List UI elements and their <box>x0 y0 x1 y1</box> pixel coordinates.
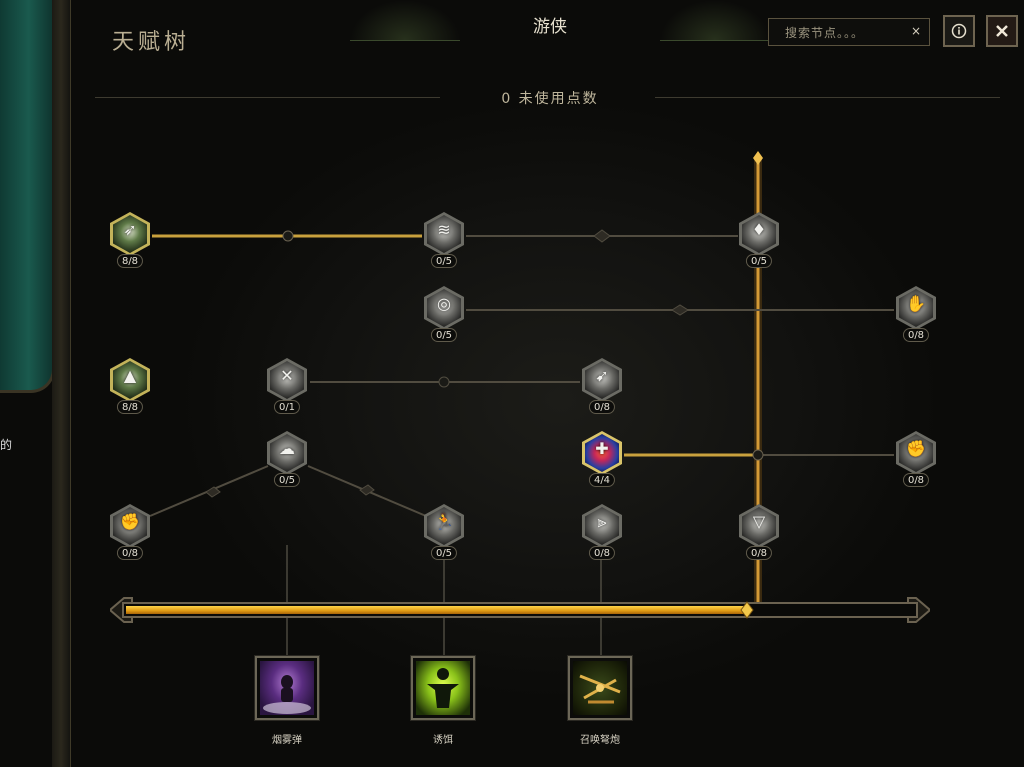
side-frame-border <box>52 0 71 767</box>
hand-grab-icon: ✋ <box>906 294 926 313</box>
node-rank: 0/1 <box>273 400 301 414</box>
running-figure-icon: 🏃 <box>434 512 454 531</box>
ultimate-smoke-bomb[interactable] <box>254 655 320 721</box>
search-input[interactable] <box>783 23 902 43</box>
info-button[interactable] <box>943 15 975 47</box>
summon-ballista-icon <box>579 674 621 704</box>
talent-node-crossed-swords[interactable]: ✕ 0/1 <box>265 356 309 414</box>
node-rank: 0/5 <box>430 328 458 342</box>
talent-node-fog-cloud[interactable]: ☁ 0/5 <box>265 429 309 487</box>
claw-trap-icon: ▽ <box>752 512 766 531</box>
unspent-points: 0 未使用点数 <box>501 91 599 107</box>
node-rank: 8/8 <box>116 254 144 268</box>
triple-arrows-icon: ➶ <box>123 220 137 239</box>
node-rank: 0/5 <box>745 254 773 268</box>
node-rank: 0/8 <box>745 546 773 560</box>
talent-node-blood-drop[interactable]: ♦ 0/5 <box>737 210 781 268</box>
talent-node-green-arrowhead[interactable]: ▲ 8/8 <box>108 356 152 414</box>
ultimate-label-smoke-bomb: 烟雾弹 <box>272 735 302 746</box>
node-rank: 0/5 <box>273 473 301 487</box>
top-ornament-right <box>660 0 770 41</box>
top-ornament-left <box>350 0 460 41</box>
node-rank: 0/5 <box>430 254 458 268</box>
page-title: 天赋树 <box>112 30 191 55</box>
clear-search-icon[interactable]: × <box>910 24 921 38</box>
talent-node-spiral-orb[interactable]: ◎ 0/5 <box>422 284 466 342</box>
wind-swirl-icon: ≋ <box>437 220 451 239</box>
slash-grip-icon: ✊ <box>120 512 140 531</box>
talent-node-running-figure[interactable]: 🏃 0/5 <box>422 502 466 560</box>
progress-fill <box>126 606 749 614</box>
talent-node-slash-grip[interactable]: ✊ 0/8 <box>108 502 152 560</box>
node-rank: 4/4 <box>588 473 616 487</box>
grip-claw-icon: ✊ <box>906 439 926 458</box>
arrow-volley-icon: ➹ <box>595 366 609 385</box>
node-rank: 0/8 <box>588 546 616 560</box>
side-partial-text: 的 <box>0 438 13 452</box>
blue-shield-cross-icon: ✚ <box>595 439 609 458</box>
ultimate-summon-ballista[interactable] <box>567 655 633 721</box>
info-circle-icon <box>951 23 967 39</box>
talent-node-multi-shot[interactable]: ⫸ 0/8 <box>580 502 624 560</box>
class-name: 游侠 <box>533 17 567 37</box>
ultimate-label-summon-ballista: 召唤弩炮 <box>580 735 620 746</box>
talent-node-hand-grab[interactable]: ✋ 0/8 <box>894 284 938 342</box>
node-rank: 0/8 <box>902 328 930 342</box>
talent-node-triple-arrows[interactable]: ➶ 8/8 <box>108 210 152 268</box>
green-arrowhead-icon: ▲ <box>123 366 137 385</box>
close-icon <box>996 25 1008 37</box>
talent-node-arrow-volley[interactable]: ➹ 0/8 <box>580 356 624 414</box>
talent-node-blue-shield-cross[interactable]: ✚ 4/4 <box>580 429 624 487</box>
node-rank: 0/8 <box>588 400 616 414</box>
talent-node-claw-trap[interactable]: ▽ 0/8 <box>737 502 781 560</box>
search-box[interactable]: × <box>768 18 930 46</box>
ultimate-decoy[interactable] <box>410 655 476 721</box>
spiral-orb-icon: ◎ <box>437 294 451 313</box>
talent-progress-bar <box>110 596 930 626</box>
node-rank: 0/8 <box>902 473 930 487</box>
progress-track <box>122 602 918 618</box>
node-rank: 0/8 <box>116 546 144 560</box>
talent-node-grip-claw[interactable]: ✊ 0/8 <box>894 429 938 487</box>
blood-drop-icon: ♦ <box>751 220 767 239</box>
node-rank: 8/8 <box>116 400 144 414</box>
decoy-figure-icon <box>427 668 459 708</box>
crossed-swords-icon: ✕ <box>280 366 294 385</box>
points-divider <box>95 97 1000 98</box>
node-rank: 0/5 <box>430 546 458 560</box>
smoke-bomb-icon <box>263 675 311 714</box>
ultimate-label-decoy: 诱饵 <box>433 735 453 746</box>
fog-cloud-icon: ☁ <box>279 439 295 458</box>
progress-marker <box>740 601 754 619</box>
multi-shot-icon: ⫸ <box>597 512 607 531</box>
talent-node-wind-swirl[interactable]: ≋ 0/5 <box>422 210 466 268</box>
close-button[interactable] <box>986 15 1018 47</box>
